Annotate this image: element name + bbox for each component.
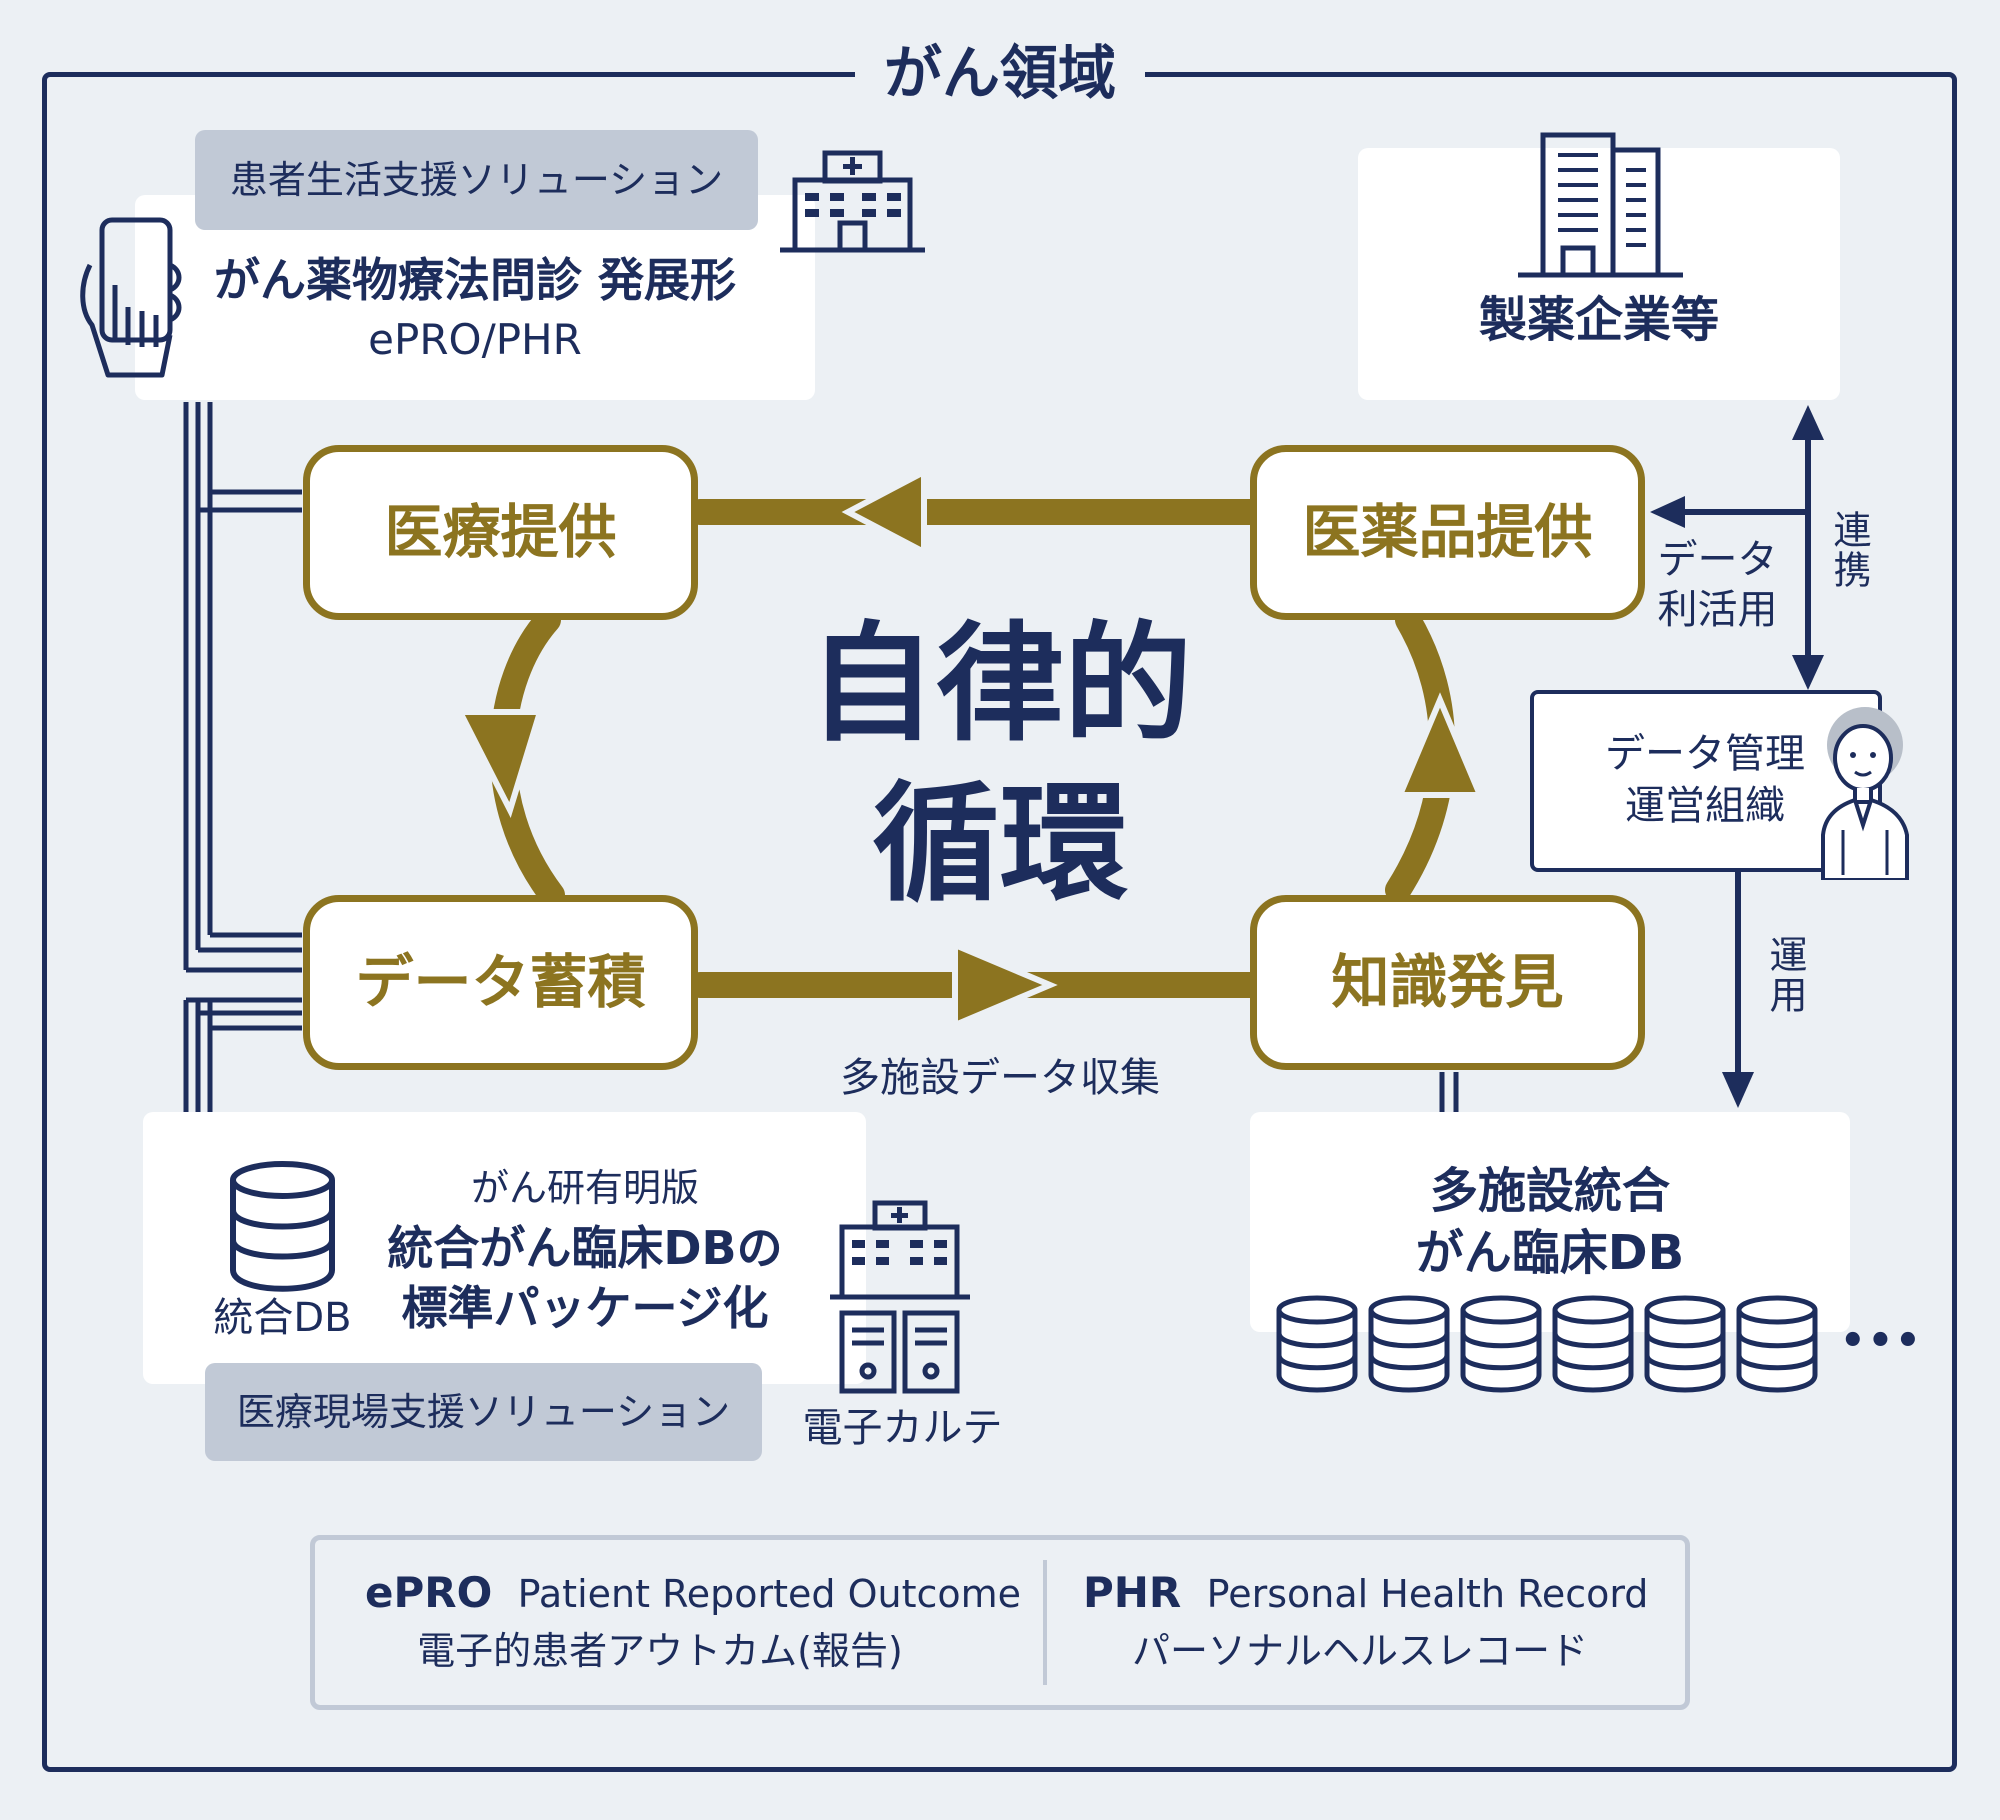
node-knowledge-discovery: 知識発見 (1250, 895, 1645, 1070)
legend-phr-abbr: PHR (1083, 1568, 1182, 1617)
patient-solution-title: がん薬物療法問診 発展形 (213, 253, 736, 307)
database-icon (1279, 1298, 1355, 1390)
database-icon (1555, 1298, 1631, 1390)
node-medical-care: 医療提供 (303, 445, 698, 620)
node-data-storage: データ蓄積 (303, 895, 698, 1070)
org-label-line1: データ管理 (1605, 731, 1805, 777)
cooperation-label: 連携 (1827, 510, 1871, 590)
org-label-line2: 運営組織 (1625, 783, 1785, 829)
legend-epro-full: Patient Reported Outcome (517, 1572, 1022, 1616)
integrated-db-label: 統合DB (213, 1295, 352, 1341)
integrated-db-title-line1: 統合がん臨床DBの (387, 1221, 783, 1275)
database-icon (1463, 1298, 1539, 1390)
database-icon (230, 1161, 335, 1292)
integrated-db-title-line2: 標準パッケージ化 (401, 1281, 769, 1335)
legend-phr-full: Personal Health Record (1206, 1572, 1649, 1616)
legend-phr-japanese: パーソナルヘルスレコード (1131, 1629, 1588, 1673)
multi-facility-collection-label: 多施設データ収集 (840, 1055, 1160, 1101)
navy-arrowheads (1650, 405, 1824, 1108)
database-icon (1371, 1298, 1447, 1390)
legend-phr-line: PHR Personal Health Record (1083, 1565, 1648, 1622)
database-icon (1739, 1298, 1815, 1390)
data-use-label-line2: 利活用 (1657, 587, 1778, 633)
cycle-arrowheads (455, 467, 1485, 1030)
legend-epro-abbr: ePRO (365, 1568, 493, 1617)
database-icon (1647, 1298, 1723, 1390)
region-title: がん領域 (855, 28, 1145, 118)
data-use-label-line1: データ (1657, 537, 1778, 583)
person-icon (1821, 707, 1909, 880)
multi-facility-db-box (1250, 1112, 1850, 1332)
medical-site-solution-label: 医療現場支援ソリューション (205, 1363, 762, 1461)
more-ellipsis: ••• (1840, 1318, 1923, 1364)
database-icon-row (1275, 1295, 1830, 1400)
hospital-icon (780, 150, 925, 253)
left-connector-lines (183, 402, 302, 1112)
legend-divider (1043, 1560, 1047, 1685)
patient-solution-label: 患者生活支援ソリューション (195, 130, 758, 230)
patient-solution-subtitle: ePRO/PHR (368, 315, 582, 364)
emr-server-icon (830, 1200, 970, 1394)
navy-arrows (1665, 432, 1811, 1085)
center-title-line2: 循環 (871, 770, 1128, 919)
multi-db-title-line2: がん臨床DB (1415, 1225, 1685, 1281)
operation-label: 運用 (1763, 935, 1807, 1015)
integrated-db-subtitle: がん研有明版 (470, 1166, 699, 1210)
multi-db-title-line1: 多施設統合 (1429, 1163, 1670, 1219)
pharma-label: 製薬企業等 (1478, 292, 1719, 348)
legend-box (310, 1535, 1690, 1710)
node-drug-supply: 医薬品提供 (1250, 445, 1645, 620)
center-title-line1: 自律的 (807, 610, 1192, 759)
emr-label: 電子カルテ (802, 1405, 1003, 1451)
multi-db-connector (1439, 1072, 1459, 1112)
office-building-icon (1518, 132, 1683, 278)
legend-epro-japanese: 電子的患者アウトカム(報告) (417, 1629, 903, 1673)
smartphone-hand-icon (80, 217, 182, 378)
legend-epro-line: ePRO Patient Reported Outcome (365, 1565, 1021, 1622)
